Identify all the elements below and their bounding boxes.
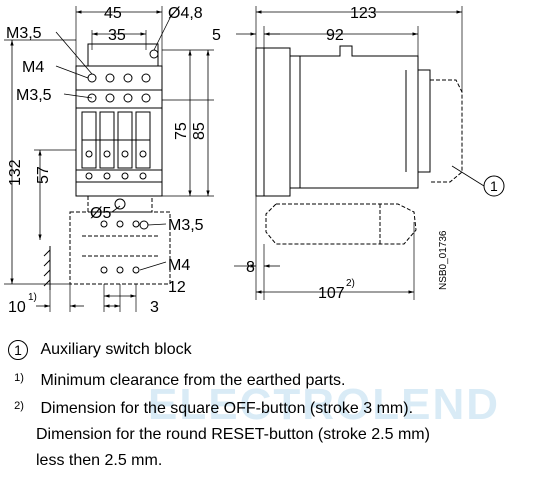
- dim-132-label: 132: [7, 159, 24, 186]
- screw-m4-label: M4: [22, 59, 44, 76]
- legend-text: Minimum clearance from the earthed parts…: [40, 372, 345, 390]
- legend-item-off-button: 2) Dimension for the square OFF-button (…: [8, 400, 413, 418]
- dim-10-label: 10: [8, 299, 26, 316]
- screw-mid-label: M3,5: [16, 87, 52, 104]
- dim-107-label: 107: [318, 285, 345, 302]
- legend-item-clearance: 1) Minimum clearance from the earthed pa…: [8, 372, 345, 390]
- dim-hole-dia-label: Ø4,8: [168, 5, 203, 22]
- drawing-id: NSB0_01736: [438, 230, 449, 290]
- hole-dia-5-label: Ø5: [90, 205, 111, 222]
- dim-3-label: 3: [150, 299, 159, 316]
- front-view: [44, 44, 170, 290]
- screw-bottom-right-label: M3,5: [168, 217, 204, 234]
- legend-text: Dimension for the square OFF-button (str…: [40, 400, 413, 418]
- legend-note-marker: 1): [8, 372, 30, 384]
- dim-35-label: 35: [108, 27, 126, 44]
- side-body: [264, 46, 430, 196]
- dim-12-label: 12: [168, 279, 186, 296]
- side-aux-block: [430, 80, 462, 182]
- legend-item-reset-button: Dimension for the round RESET-button (st…: [8, 426, 430, 444]
- dim-45-label: 45: [104, 5, 122, 22]
- callout-label: 1: [490, 178, 498, 194]
- dim-8-label: 8: [246, 259, 255, 276]
- dim-5-label: 5: [212, 27, 221, 44]
- legend-item-reset-note: less then 2.5 mm.: [8, 452, 162, 470]
- dim-10-note: 1): [28, 292, 37, 303]
- dim-107-note: 2): [346, 278, 355, 289]
- side-lower-aux: [266, 204, 416, 244]
- legend-item-aux-block: 1 Auxiliary switch block: [8, 340, 192, 360]
- side-view: [256, 46, 462, 244]
- front-body: [76, 66, 162, 196]
- legend-text: Auxiliary switch block: [40, 341, 191, 359]
- legend-text: less then 2.5 mm.: [36, 452, 162, 470]
- screw-m4-bottom-label: M4: [168, 257, 190, 274]
- legend-text: Dimension for the round RESET-button (st…: [36, 426, 430, 444]
- dim-92-label: 92: [326, 27, 344, 44]
- legend-circle-marker: 1: [8, 340, 28, 360]
- dimension-drawing: 45 35 Ø4,8 M3,5 M4 M3,5 75 85 132 57 Ø5 …: [0, 0, 560, 330]
- side-rail: [256, 48, 264, 196]
- front-top-cap: [88, 44, 158, 66]
- dim-85-label: 85: [191, 122, 208, 140]
- dim-75-label: 75: [173, 122, 190, 140]
- legend-note-marker: 2): [8, 400, 30, 412]
- dim-123-label: 123: [350, 5, 377, 22]
- screw-top-label: M3,5: [6, 25, 42, 42]
- dim-57-label: 57: [35, 166, 52, 184]
